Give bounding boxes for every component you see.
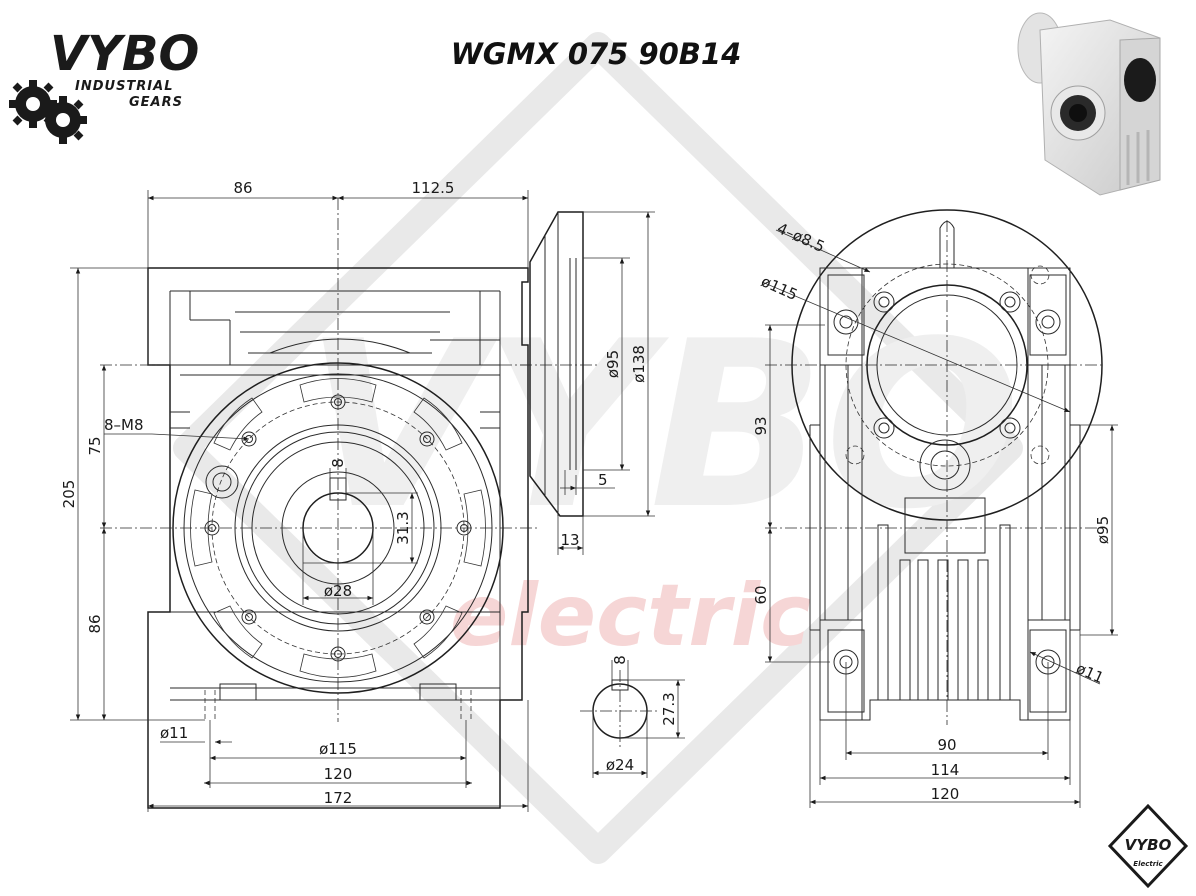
watermark-word: electric — [450, 566, 811, 666]
front-view — [100, 198, 540, 809]
side-thickness: 13 — [560, 531, 579, 549]
right-upper-height: 93 — [752, 416, 770, 435]
dim-bore: ø28 — [324, 582, 352, 600]
dim-top-left: 86 — [233, 179, 252, 197]
dim-upper-height: 75 — [86, 436, 104, 455]
right-span-outer: 120 — [931, 785, 960, 803]
right-span-inner: 90 — [937, 736, 956, 754]
dim-foot-span: 120 — [324, 765, 353, 783]
shaft-section: 8 27.3 ø24 — [580, 655, 685, 778]
housing-outline — [147, 267, 529, 809]
shaft-diameter: ø24 — [606, 756, 634, 774]
side-spigot: 5 — [598, 471, 608, 489]
dim-overall-width: 172 — [324, 789, 353, 807]
corner-badge: VYBO Electric — [1107, 803, 1189, 889]
dim-thread: 8–M8 — [104, 416, 144, 434]
watermark-brand: VYBO — [305, 293, 1020, 560]
shaft-height: 27.3 — [660, 692, 678, 725]
brand-logo: VYBO INDUSTRIAL GEARS — [9, 26, 199, 144]
side-pilot: ø95 — [604, 350, 622, 378]
dim-overall-height: 205 — [60, 480, 78, 509]
side-flange-view: ø95 ø138 5 13 — [520, 211, 655, 555]
dim-top-right: 112.5 — [412, 179, 455, 197]
badge-brand: VYBO — [1125, 836, 1172, 854]
right-view — [765, 209, 1105, 725]
shaft-key: 8 — [611, 655, 629, 665]
right-lower-height: 60 — [752, 585, 770, 604]
logo-line-2: GEARS — [129, 95, 183, 110]
dim-lower-height: 86 — [86, 614, 104, 633]
side-flange: ø138 — [630, 345, 648, 383]
watermark: VYBO electric — [173, 32, 1023, 864]
drawing-title: WGMX 075 90B14 — [451, 37, 742, 71]
right-foot-hole: ø11 — [1073, 659, 1106, 687]
badge-word: Electric — [1133, 860, 1163, 868]
product-photo — [1017, 8, 1165, 203]
dim-foot-hole: ø11 — [160, 724, 188, 742]
dim-bolt-circle: ø115 — [319, 740, 357, 758]
logo-brand: VYBO — [50, 26, 199, 82]
dim-key-width: 8 — [329, 458, 347, 468]
flange-4-holes — [873, 291, 1021, 439]
right-span-mid: 114 — [931, 761, 960, 779]
logo-line-1: INDUSTRIAL — [75, 79, 174, 94]
front-view-dimensions: 86 112.5 205 75 86 8–M8 8 31.3 ø28 ø11 ø… — [60, 179, 529, 812]
dim-key-depth: 31.3 — [394, 511, 412, 544]
right-pilot: ø95 — [1094, 516, 1112, 544]
